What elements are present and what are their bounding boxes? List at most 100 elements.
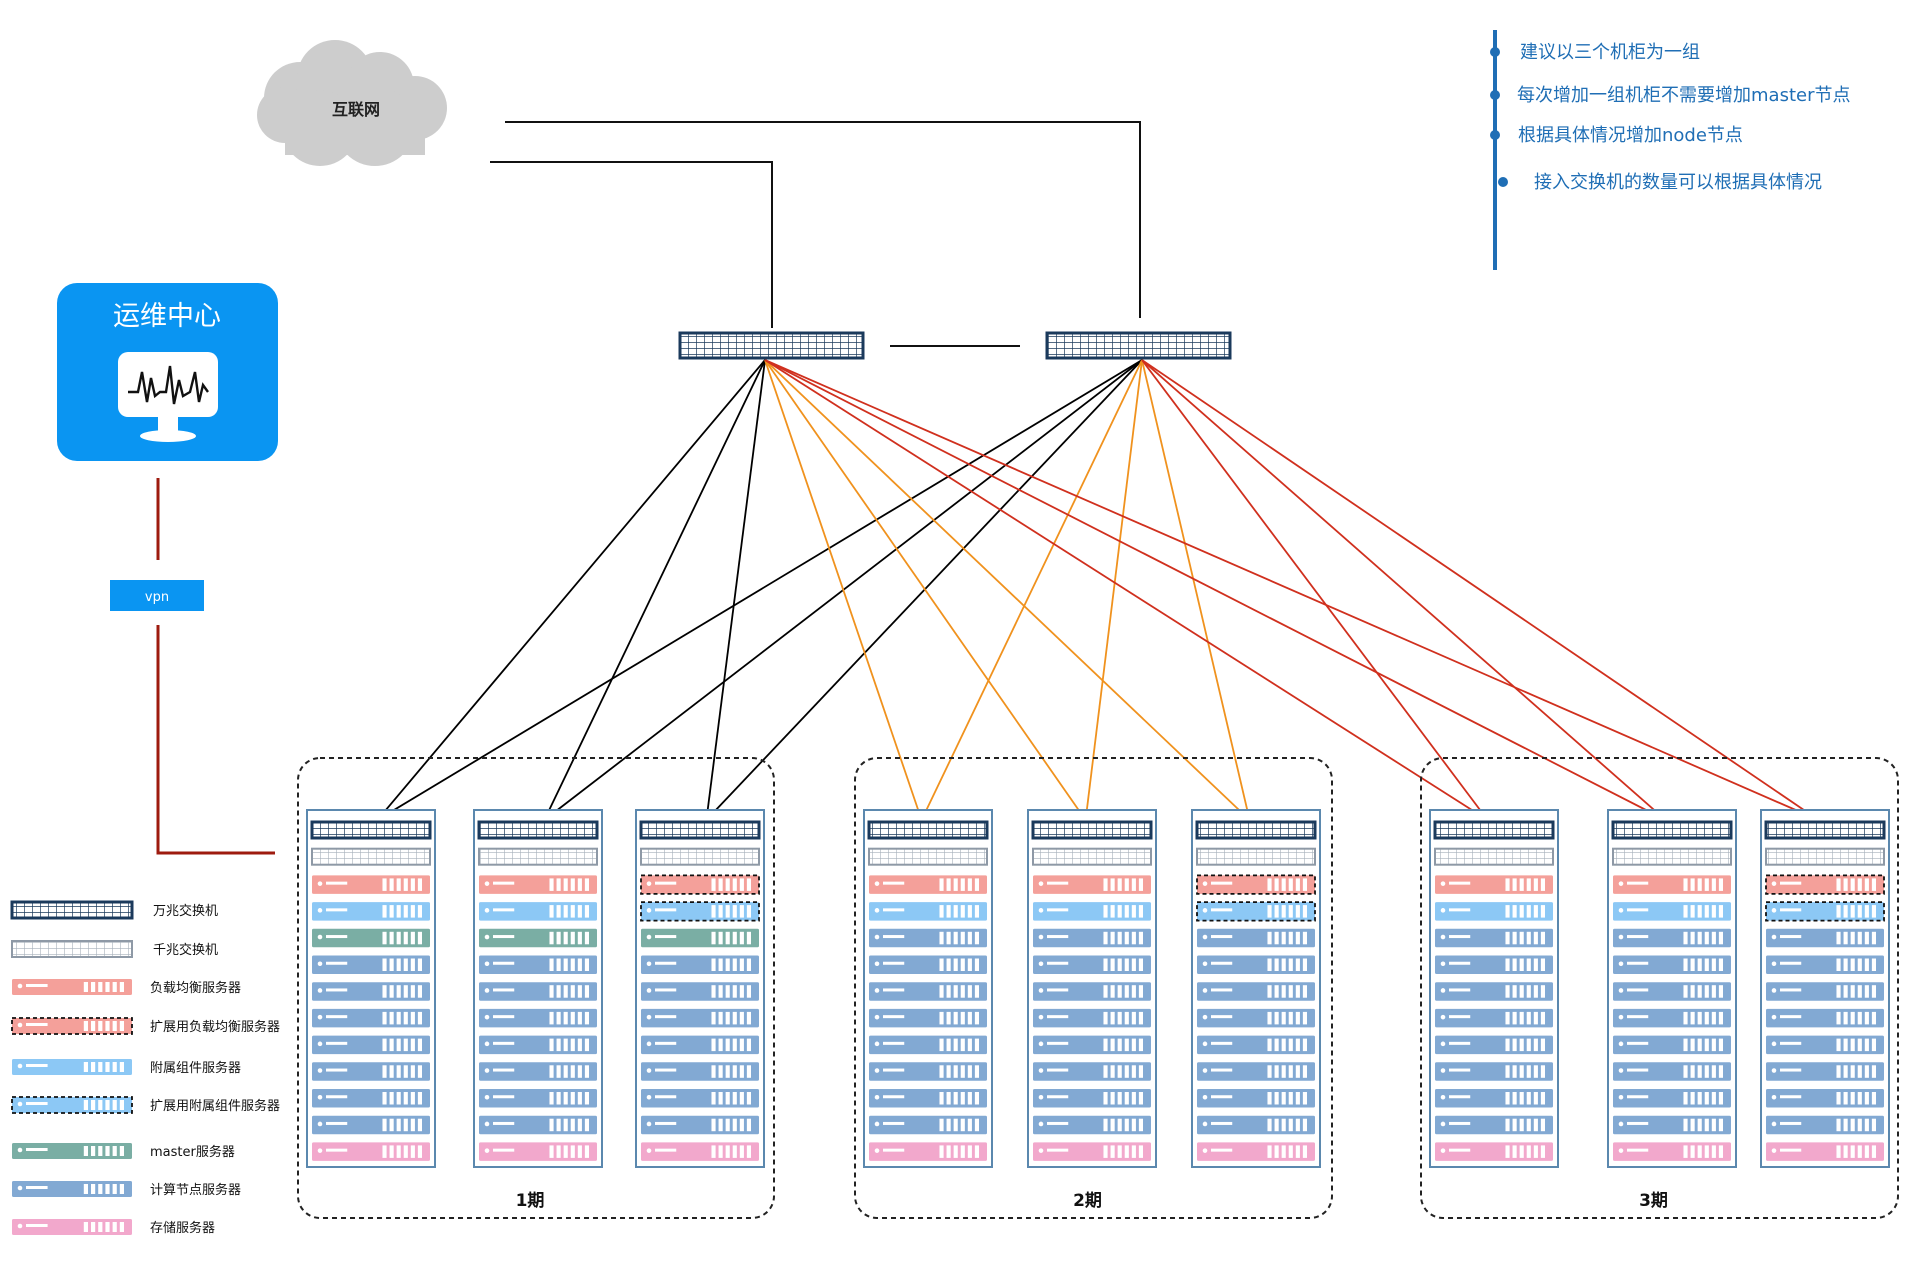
drive-bay <box>98 1062 103 1072</box>
drive-bay <box>382 1092 387 1105</box>
device-lb-ext <box>11 1017 133 1035</box>
label-strip <box>883 961 905 965</box>
drive-bay <box>1274 905 1279 918</box>
drive-bay <box>732 1011 737 1025</box>
drive-bay <box>1512 1038 1517 1052</box>
drive-bay <box>1704 1092 1709 1105</box>
drive-bay <box>1110 1092 1115 1105</box>
device-switch1g <box>1196 847 1316 866</box>
uplink-b <box>1141 359 1667 821</box>
drive-bay <box>1519 931 1524 945</box>
label-strip <box>655 1121 677 1125</box>
drive-bay <box>1864 1065 1869 1078</box>
drive-bay <box>1864 985 1869 998</box>
drive-bay <box>939 931 944 945</box>
legend-item-switch10g: 万兆交换机 <box>10 900 218 920</box>
note-4: 接入交换机的数量可以根据具体情况 <box>1534 172 1822 193</box>
drive-bay <box>718 878 723 891</box>
drive-bay <box>967 1145 972 1158</box>
drive-bay <box>732 905 737 918</box>
power-led-icon <box>484 1148 490 1153</box>
drive-bay <box>974 1065 979 1078</box>
power-led-icon <box>1202 1148 1208 1153</box>
note-bullet-icon <box>1490 90 1500 100</box>
drive-bay <box>1131 1092 1136 1105</box>
drive-bay <box>1540 905 1545 918</box>
drive-bay <box>1302 1065 1307 1078</box>
rack <box>1607 809 1737 1168</box>
device-compute <box>1613 1089 1731 1108</box>
drive-bay <box>1683 931 1688 945</box>
drive-bay <box>1526 905 1531 918</box>
device-compute <box>1033 1008 1151 1028</box>
legend-item-compute: 计算节点服务器 <box>12 1181 241 1198</box>
drive-bay <box>396 1092 401 1105</box>
drive-bay <box>1505 1011 1510 1025</box>
drive-bay <box>725 905 730 918</box>
drive-bay <box>1864 905 1869 918</box>
drive-bay <box>1519 958 1524 971</box>
drive-bay <box>1138 1011 1143 1025</box>
drive-bay <box>1683 1092 1688 1105</box>
switch-body <box>1032 847 1152 866</box>
expansion-outline <box>1196 901 1316 922</box>
label-strip <box>1627 1041 1649 1045</box>
drive-bay <box>939 1038 944 1052</box>
drive-bay <box>83 982 88 992</box>
drive-bay <box>1533 878 1538 891</box>
drive-bay <box>1850 985 1855 998</box>
device-compute <box>1613 1115 1731 1135</box>
drive-bay <box>1295 1118 1300 1132</box>
expansion-outline <box>1765 901 1885 922</box>
drive-bay <box>105 982 110 992</box>
rack <box>1191 809 1321 1168</box>
drive-bay <box>1117 1038 1122 1052</box>
label-strip <box>493 1041 515 1045</box>
drive-bay <box>1540 931 1545 945</box>
drive-bay <box>718 1118 723 1132</box>
device-switch10g <box>1031 820 1153 840</box>
drive-bay <box>1533 1038 1538 1052</box>
drive-bay <box>960 905 965 918</box>
power-led-icon <box>317 881 323 886</box>
drive-bay <box>1281 958 1286 971</box>
drive-bay <box>112 1021 117 1031</box>
switch-body <box>1045 331 1232 360</box>
drive-bay <box>746 1011 751 1025</box>
phase-boundary <box>1420 757 1899 1219</box>
device-compute <box>479 1089 597 1108</box>
drive-bay <box>939 1065 944 1078</box>
drive-bay <box>1526 958 1531 971</box>
drive-bay <box>953 1038 958 1052</box>
device-compute <box>479 1008 597 1028</box>
drive-bay <box>1711 1038 1716 1052</box>
device-compute <box>641 1089 759 1108</box>
device-compute <box>1033 1115 1151 1135</box>
label-strip <box>493 908 515 912</box>
drive-bay <box>1540 985 1545 998</box>
power-led-icon <box>484 908 490 913</box>
drive-bay <box>1857 1065 1862 1078</box>
label-strip <box>493 1068 515 1072</box>
power-led-icon <box>874 908 880 913</box>
drive-bay <box>1131 878 1136 891</box>
label-strip <box>1047 988 1069 992</box>
drive-bay <box>960 958 965 971</box>
links-layer <box>376 359 1820 821</box>
device-lb-ext <box>1765 874 1885 895</box>
drive-bay <box>732 878 737 891</box>
drive-bay <box>739 1118 744 1132</box>
drive-bay <box>389 931 394 945</box>
drive-bay <box>953 1145 958 1158</box>
switch-body <box>1433 820 1555 840</box>
expansion-outline <box>1196 874 1316 895</box>
drive-bay <box>974 1038 979 1052</box>
drive-bay <box>417 1065 422 1078</box>
drive-bay <box>1295 1092 1300 1105</box>
device-compute <box>1435 1062 1553 1081</box>
device-compute <box>869 1089 987 1108</box>
drive-bay <box>382 905 387 918</box>
drive-bay <box>1526 1011 1531 1025</box>
drive-bay <box>417 931 422 945</box>
drive-bay <box>732 1065 737 1078</box>
